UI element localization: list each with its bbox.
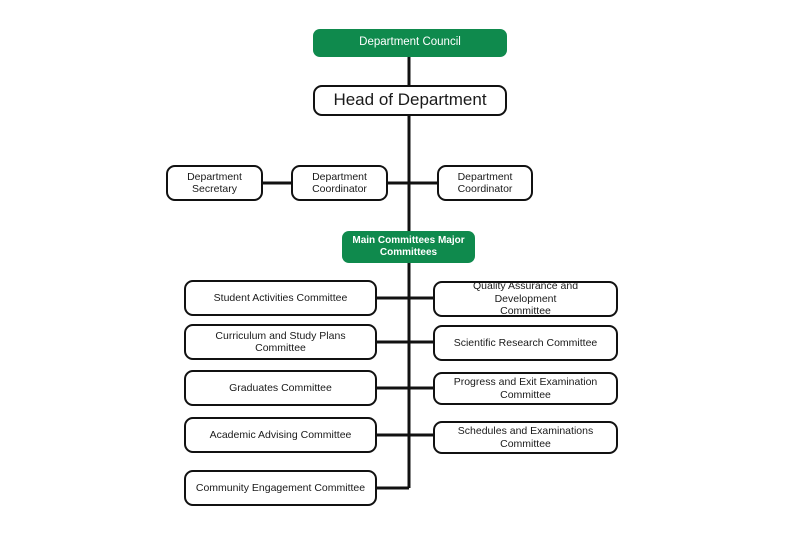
node-committee-community-engagement-label: Community Engagement Committee: [195, 481, 366, 494]
node-committee-student-activities[interactable]: Student Activities Committee: [184, 280, 377, 316]
node-committee-graduates[interactable]: Graduates Committee: [184, 370, 377, 406]
node-committee-curriculum-study-plans[interactable]: Curriculum and Study Plans Committee: [184, 324, 377, 360]
node-department-coordinator-left-label: Department Coordinator: [312, 170, 367, 195]
node-department-secretary-label: Department Secretary: [187, 170, 242, 195]
node-committee-progress-exit-examination-label: Progress and Exit Examination Committee: [453, 376, 598, 401]
node-main-committees[interactable]: Main Committees Major Committees: [342, 231, 475, 263]
node-committee-scientific-research-label: Scientific Research Committee: [453, 336, 598, 349]
node-committee-curriculum-study-plans-label: Curriculum and Study Plans Committee: [215, 329, 346, 354]
node-committee-student-activities-label: Student Activities Committee: [213, 291, 348, 304]
node-committee-scientific-research[interactable]: Scientific Research Committee: [433, 325, 618, 361]
node-department-council[interactable]: Department Council: [313, 29, 507, 57]
node-department-coordinator-left[interactable]: Department Coordinator: [291, 165, 388, 201]
node-committee-progress-exit-examination[interactable]: Progress and Exit Examination Committee: [433, 372, 618, 405]
node-department-coordinator-right-label: Department Coordinator: [457, 170, 513, 195]
node-committee-quality-assurance-development[interactable]: Quality Assurance and Development Commit…: [433, 280, 618, 318]
node-department-council-label: Department Council: [359, 36, 461, 49]
node-main-committees-label: Main Committees Major Committees: [352, 235, 465, 258]
node-department-coordinator-right[interactable]: Department Coordinator: [437, 165, 533, 201]
node-committee-graduates-label: Graduates Committee: [229, 381, 332, 394]
node-committee-academic-advising-label: Academic Advising Committee: [209, 428, 352, 441]
node-head-of-department-label: Head of Department: [333, 90, 487, 110]
node-committee-schedules-examinations-label: Schedules and Examinations Committee: [457, 425, 594, 450]
node-department-secretary[interactable]: Department Secretary: [166, 165, 263, 201]
node-committee-academic-advising[interactable]: Academic Advising Committee: [184, 417, 377, 453]
node-head-of-department[interactable]: Head of Department: [313, 85, 507, 116]
node-committee-quality-assurance-development-label: Quality Assurance and Development Commit…: [472, 280, 579, 318]
node-committee-community-engagement[interactable]: Community Engagement Committee: [184, 470, 377, 506]
node-committee-schedules-examinations[interactable]: Schedules and Examinations Committee: [433, 421, 618, 454]
